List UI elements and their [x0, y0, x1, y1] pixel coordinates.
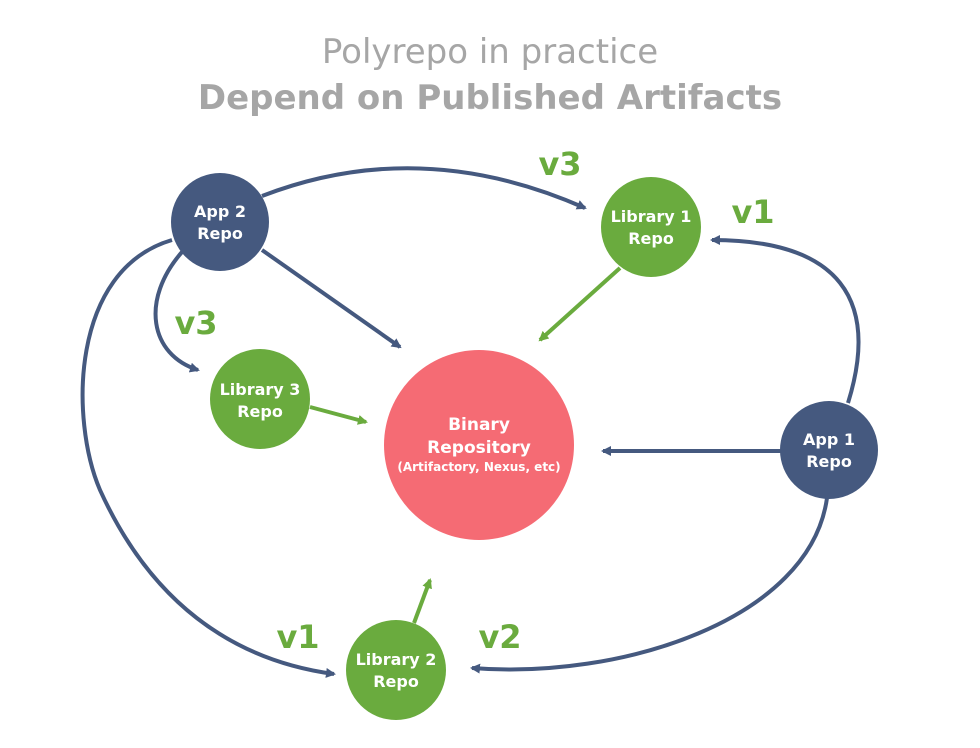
node-library1-repo: Library 1 Repo [601, 177, 701, 277]
edge-app1-lib2 [470, 497, 829, 674]
node-app1-repo: App 1 Repo [780, 401, 878, 499]
lib1-line1: Library 1 [611, 207, 692, 226]
diagram-subtitle: Depend on Published Artifacts [197, 78, 783, 118]
binary-line2: Repository [427, 438, 531, 458]
lib2-line2: Repo [373, 672, 419, 691]
edge-app2-lib3 [153, 250, 200, 373]
binary-line3: (Artifactory, Nexus, etc) [397, 460, 560, 474]
lib2-line1: Library 2 [356, 650, 437, 669]
app2-line2: Repo [197, 224, 243, 243]
label-app2-lib3: v3 [174, 304, 217, 342]
edge-app2-lib1 [261, 166, 587, 210]
label-app1-lib1: v1 [731, 193, 774, 231]
lib3-line2: Repo [237, 402, 283, 421]
lib3-line1: Library 3 [220, 380, 301, 399]
app2-line1: App 2 [194, 202, 246, 221]
label-app2-lib1: v3 [538, 145, 581, 183]
binary-line1: Binary [448, 415, 510, 435]
app1-line2: Repo [806, 452, 852, 471]
label-app2-lib2: v1 [276, 618, 319, 656]
node-app2-repo: App 2 Repo [171, 173, 269, 271]
app1-line1: App 1 [803, 430, 855, 449]
node-library2-repo: Library 2 Repo [346, 620, 446, 720]
lib1-line2: Repo [628, 229, 674, 248]
edge-lib3-binary [309, 405, 368, 425]
label-app1-lib2: v2 [478, 618, 521, 656]
edge-app2-binary [260, 248, 402, 349]
diagram-title: Polyrepo in practice [321, 32, 659, 72]
edge-lib1-binary [538, 266, 622, 342]
edge-lib2-binary [412, 578, 432, 624]
edge-app1-lib1 [710, 235, 861, 404]
node-binary-repository: Binary Repository (Artifactory, Nexus, e… [384, 350, 574, 540]
edge-app2-lib2 [80, 238, 336, 678]
node-library3-repo: Library 3 Repo [210, 349, 310, 449]
